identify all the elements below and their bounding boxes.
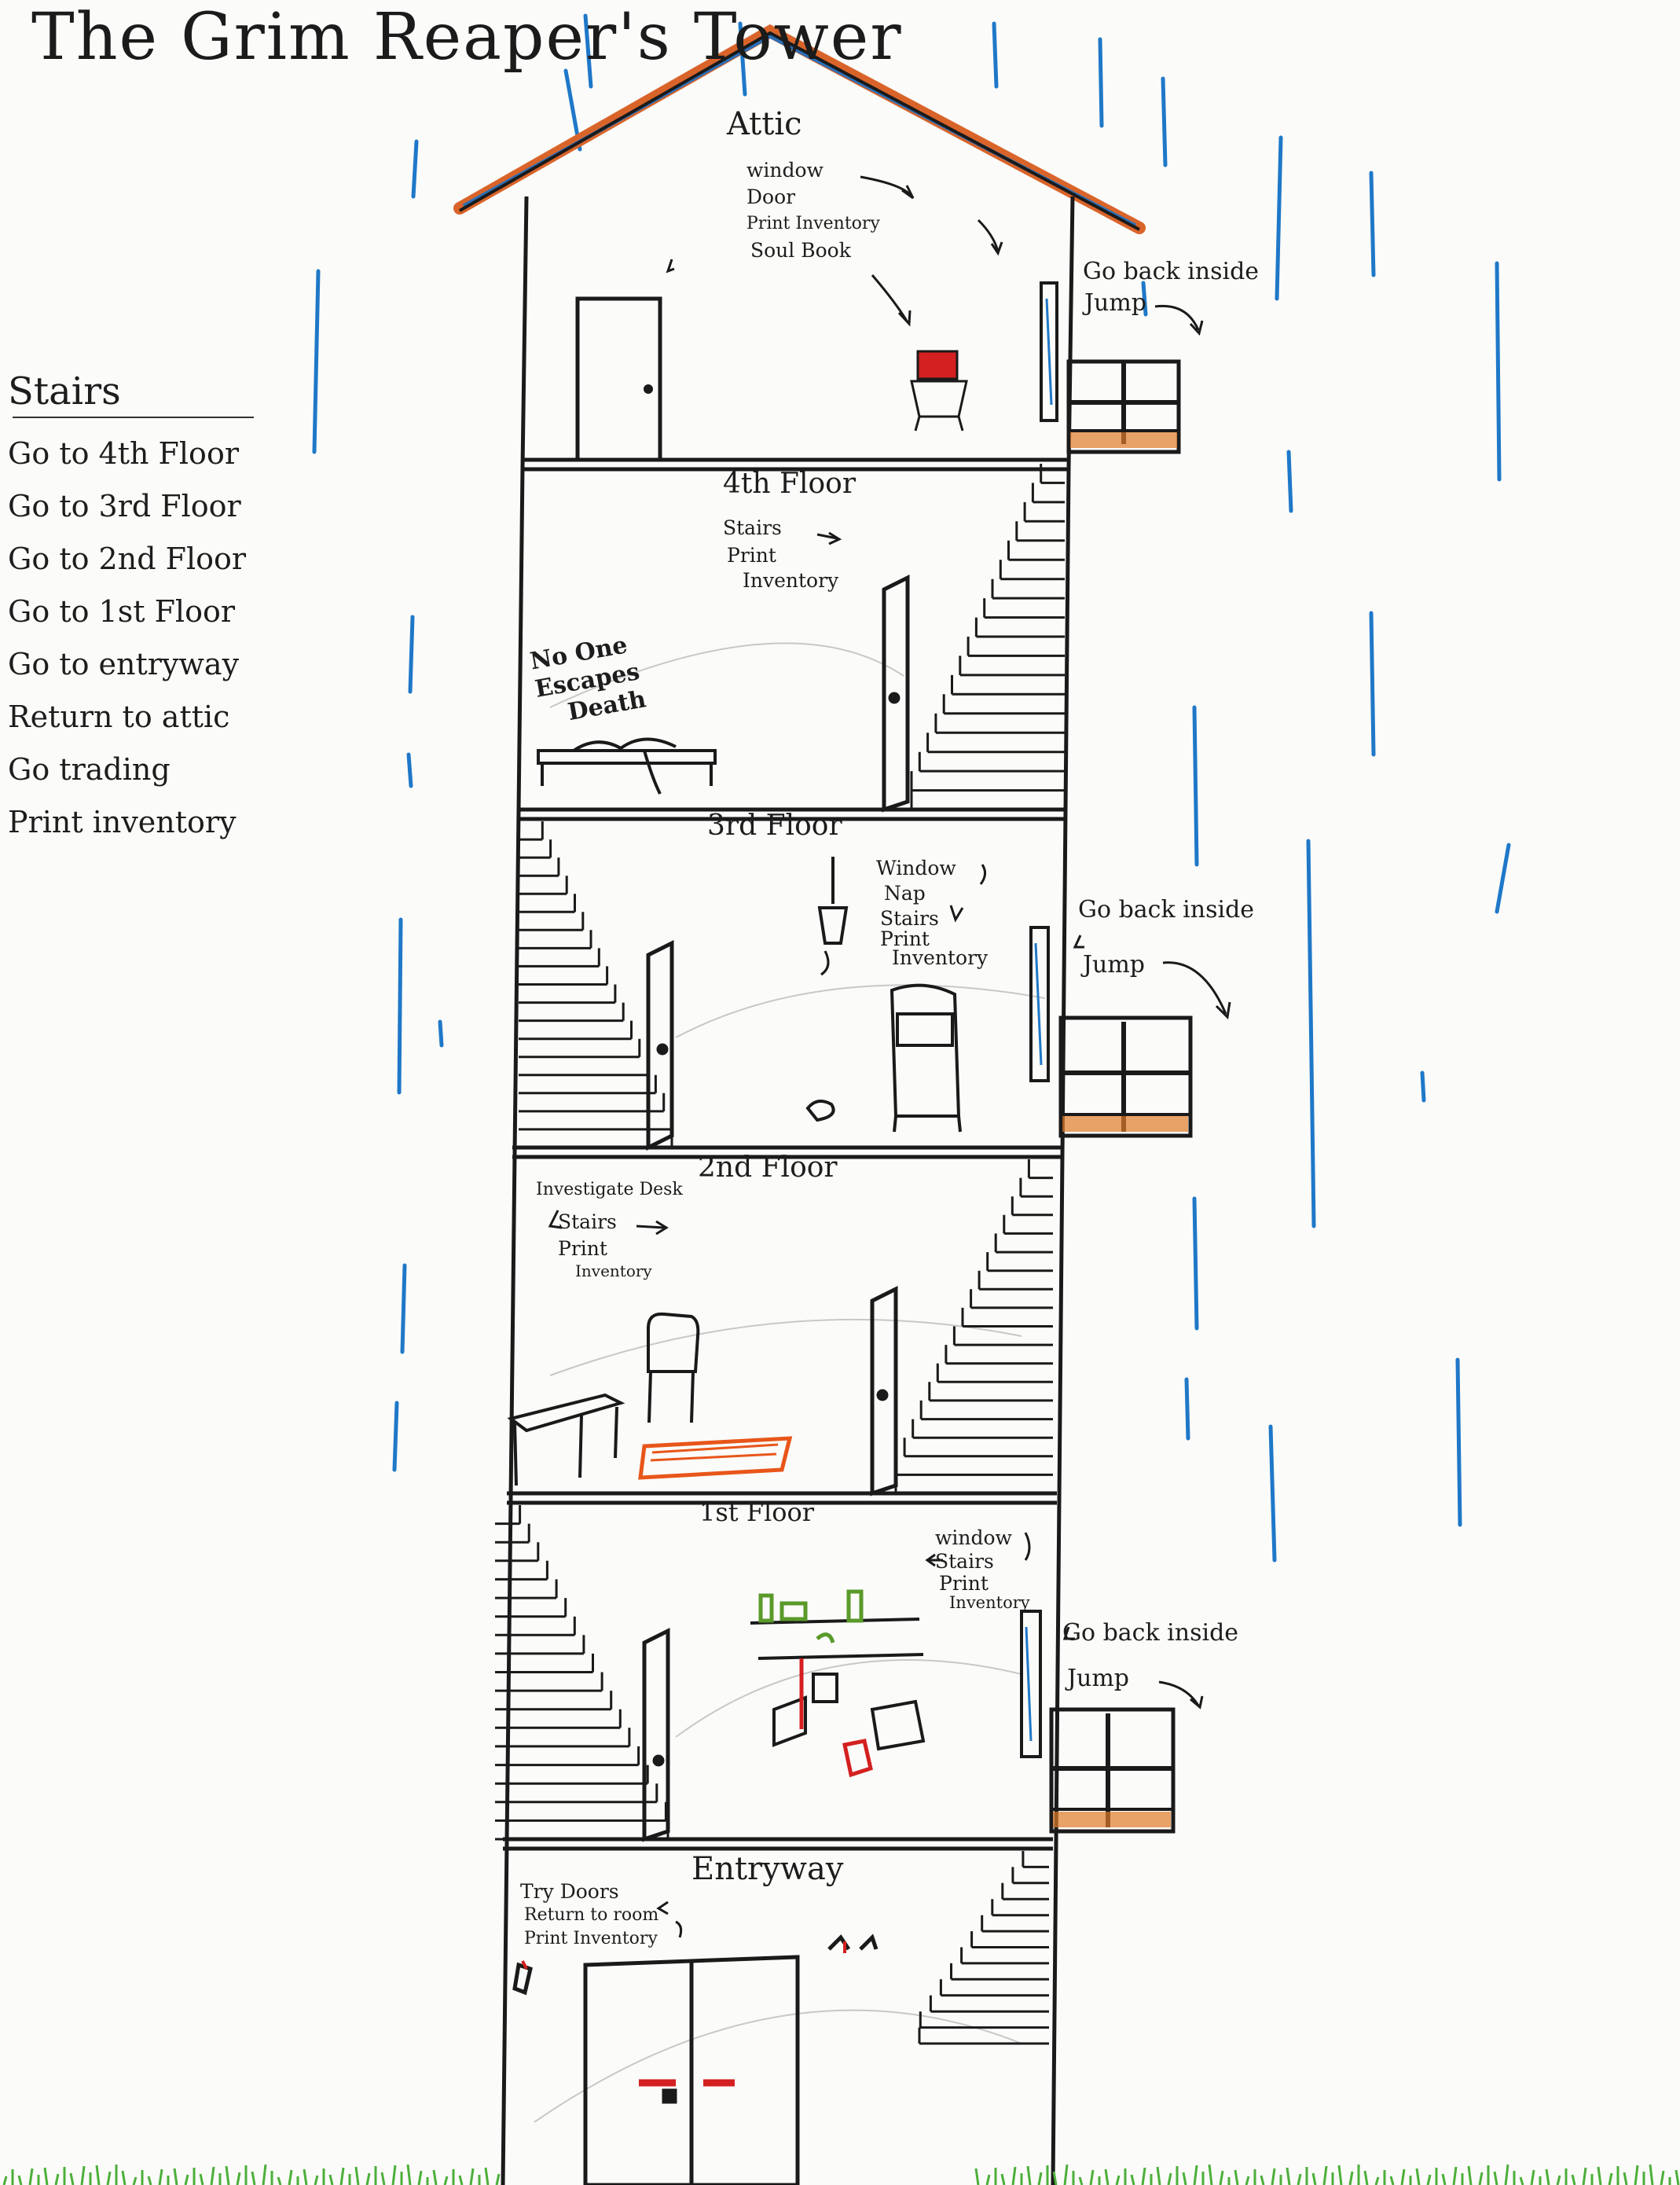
grass-blade-strokes [4,2165,1678,2185]
staircase [912,464,1065,810]
floor3-outside-go-back: Go back inside [1078,896,1254,924]
grass-blades [4,2165,1678,2185]
room-title-3rd-floor: 3rd Floor [707,810,842,842]
room-title-1st-floor: 1st Floor [699,1497,814,1527]
stairs-menu-items: Go to 4th FloorGo to 3rd FloorGo to 2nd … [8,428,246,849]
room-title-2nd-floor: 2nd Floor [698,1151,838,1184]
attic-outside-jump: Jump [1084,289,1146,317]
floor2-option-investigate-desk: Investigate Desk [536,1177,683,1203]
floor3-option-nap: Nap [884,880,926,907]
room-title-4th-floor: 4th Floor [723,468,856,500]
attic-outside-go-back: Go back inside [1083,258,1259,285]
stairs-menu-item: Go to entryway [8,638,246,691]
entryway-option-return-to-room: Return to room [524,1902,658,1929]
floor2-option-inventory: Inventory [575,1258,652,1284]
floor1-outside-jump: Jump [1067,1665,1129,1692]
stairs-menu-item: Go to 1st Floor [8,586,246,638]
floor2-option-stairs: Stairs [558,1209,617,1236]
floor4-option-print: Print [727,542,776,569]
stairs-menu-item: Go trading [8,744,246,796]
staircase [896,1159,1053,1493]
room-title-entryway: Entryway [691,1851,843,1887]
stairs-menu-item: Go to 2nd Floor [8,533,246,586]
stair-doors [644,578,908,1839]
page-title: The Grim Reaper's Tower [31,0,903,75]
entryway-option-try-doors: Try Doors [520,1878,619,1905]
stairs-menu-item: Return to attic [8,691,246,744]
stairs-menu-heading: Stairs [8,369,246,413]
attic-option-print-inventory: Print Inventory [746,211,880,237]
floor1-option-window: window [935,1525,1012,1552]
stairs-menu-item: Print inventory [8,796,246,849]
floor1-outside-go-back: Go back inside [1062,1619,1238,1647]
floor3-option-inventory: Inventory [892,945,988,971]
floor4-option-inventory: Inventory [743,567,838,594]
floor4-option-stairs: Stairs [723,515,782,542]
staircase [919,1851,1049,2044]
floor1-option-inventory: Inventory [949,1589,1030,1616]
attic-option-window: window [746,157,823,184]
stairs-menu: Stairs Go to 4th FloorGo to 3rd FloorGo … [8,369,246,849]
attic-option-soul-book: Soul Book [750,237,851,264]
soul-book-stand [912,351,967,431]
staircase [495,1505,668,1839]
room-title-attic: Attic [727,106,802,142]
stairs-menu-item: Go to 4th Floor [8,428,246,480]
entry-double-doors [515,1937,876,2185]
attic-door [578,299,660,460]
table-with-body [538,739,715,794]
attic-option-door: Door [746,184,795,211]
entryway-option-print-inventory: Print Inventory [524,1926,658,1952]
floor3-option-window: Window [876,855,956,882]
floor3-outside-jump: Jump [1083,951,1145,979]
desk-chair-rug [511,1314,790,1485]
stairs-menu-item: Go to 3rd Floor [8,480,246,533]
